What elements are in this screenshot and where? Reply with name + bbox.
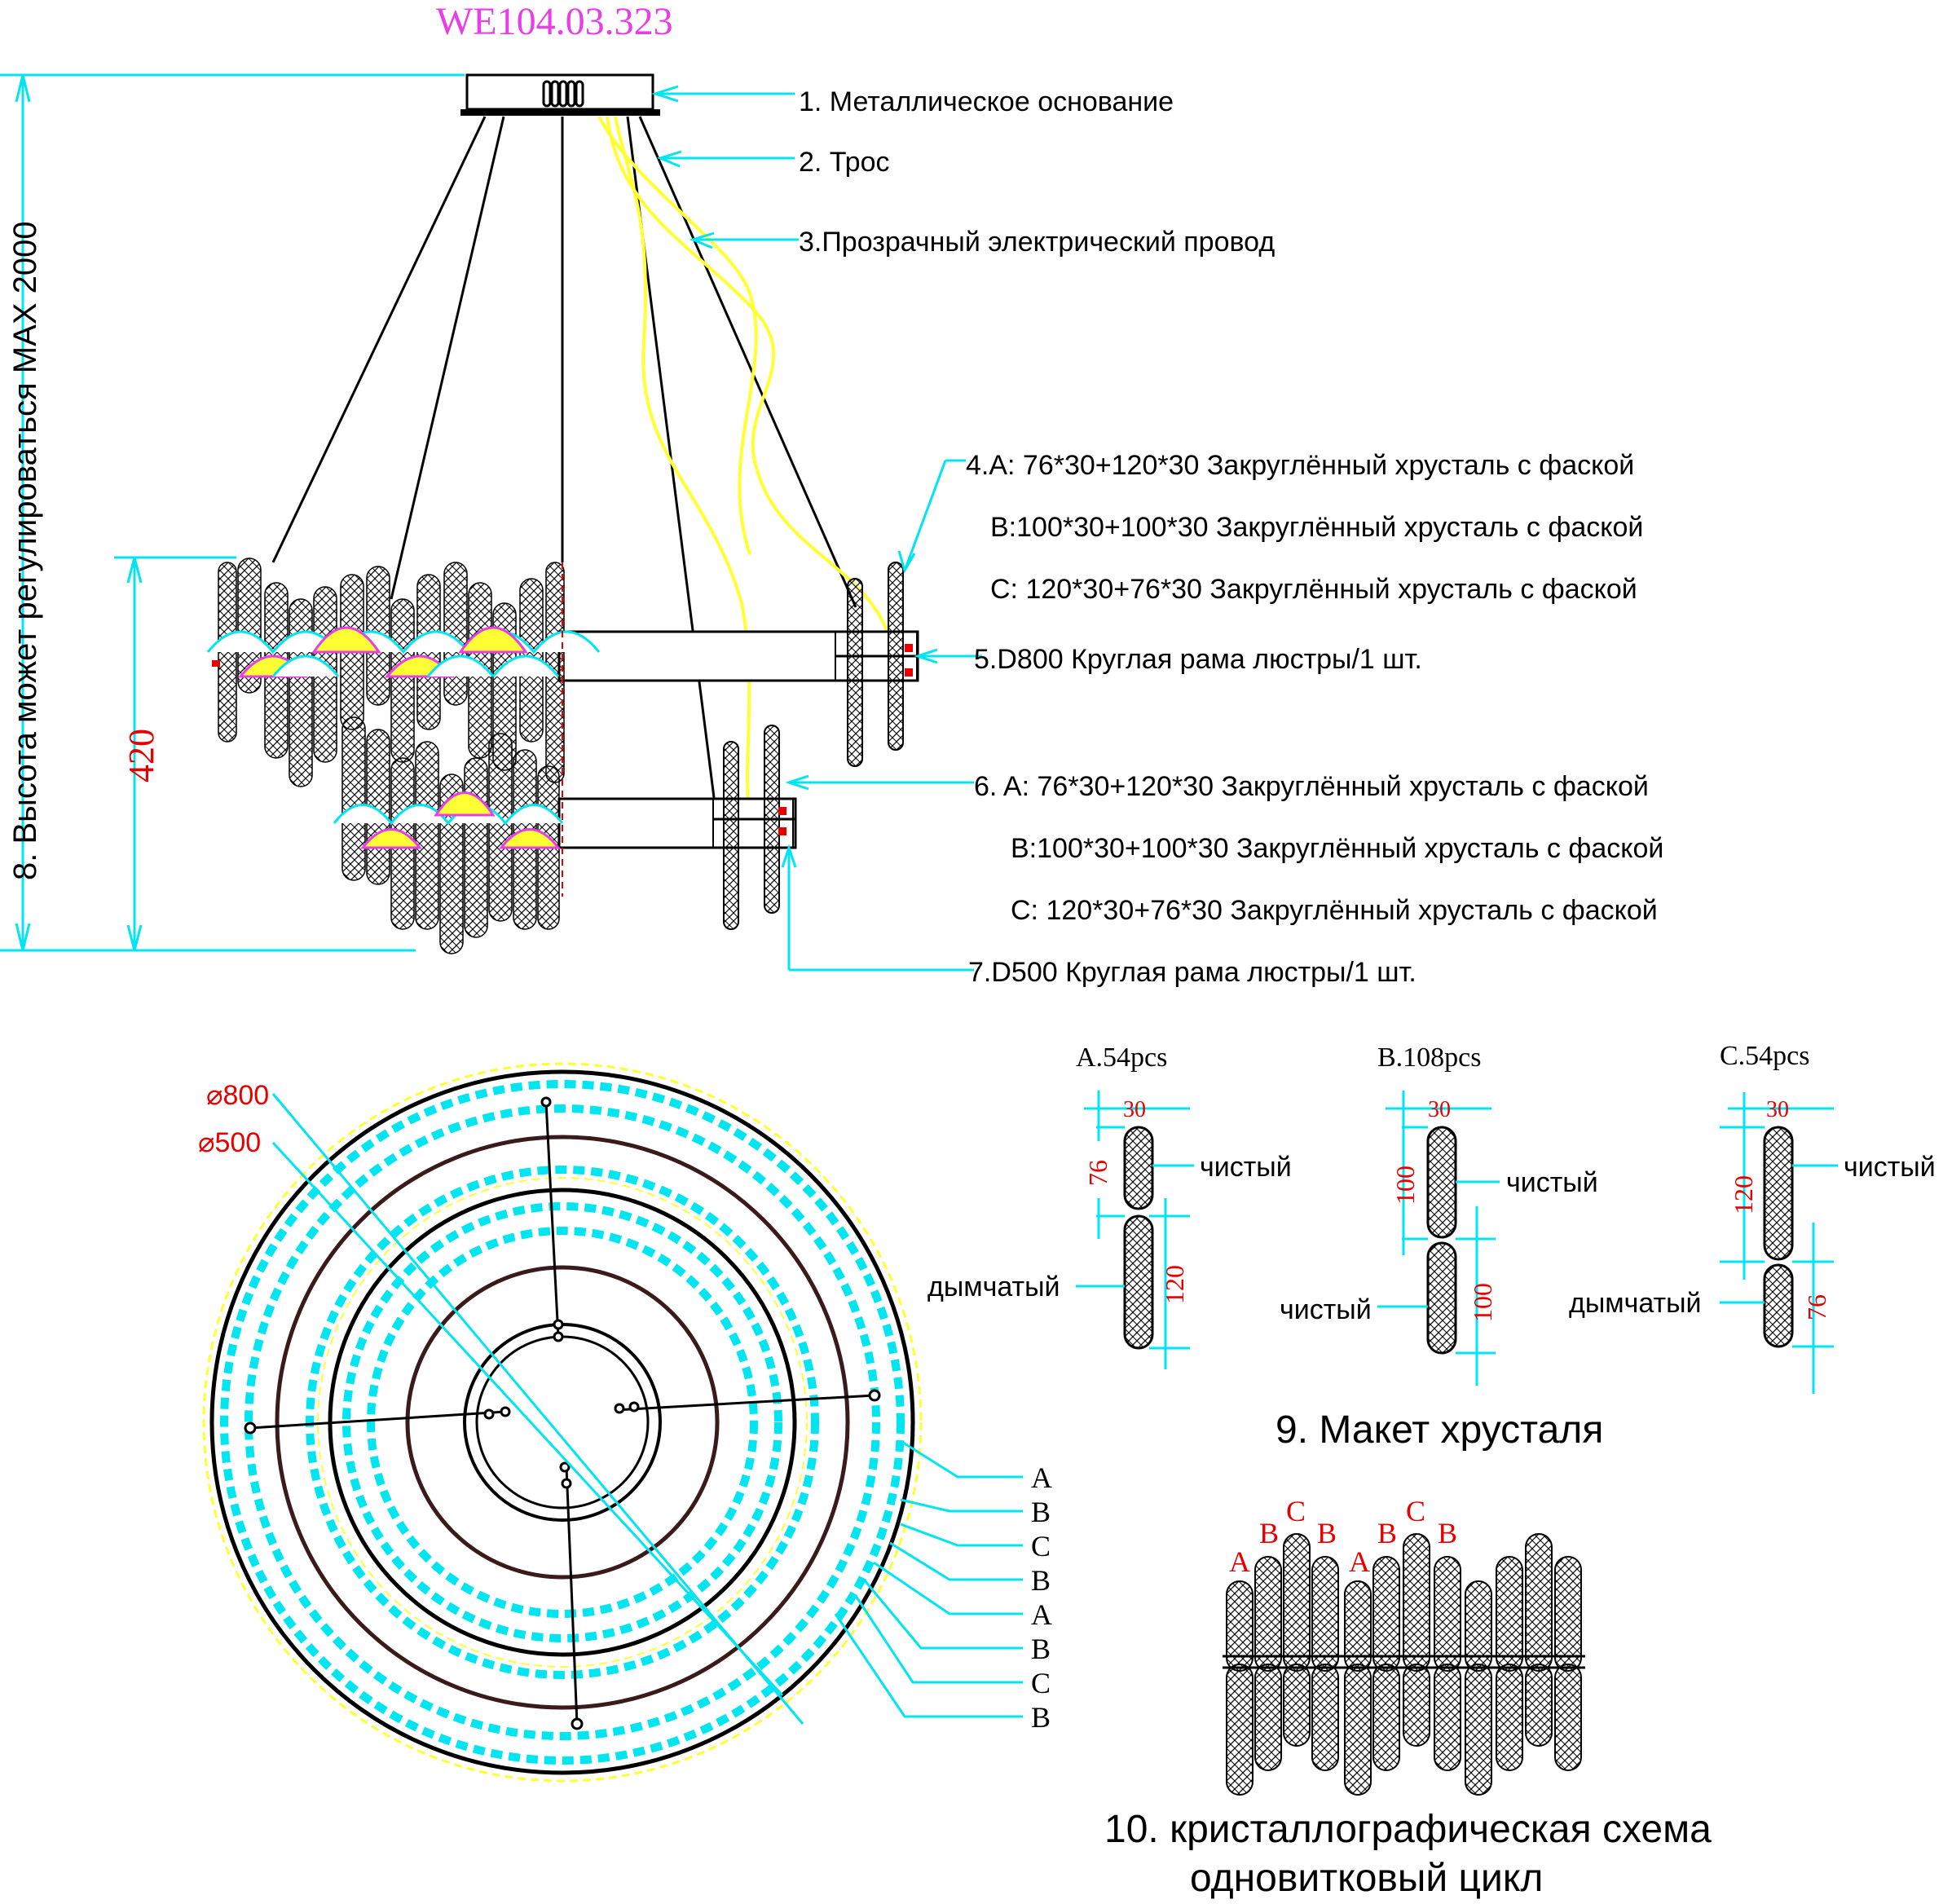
- callout-4c: C: 120*30+76*30 Закруглённый хрусталь с …: [990, 574, 1637, 605]
- crystal-a-title: A.54pcs: [1076, 1042, 1167, 1073]
- callout-6c: C: 120*30+76*30 Закруглённый хрусталь с …: [1011, 895, 1658, 926]
- ring-label-leaders: [834, 1439, 1023, 1718]
- plan-view: [202, 1062, 923, 1783]
- scheme-letter: A: [1229, 1545, 1250, 1578]
- callout-7: 7.D500 Круглая рама люстры/1 шт.: [968, 957, 1416, 988]
- crystal-b-bottom-length: 100: [1468, 1283, 1497, 1322]
- callout-4b: B:100*30+100*30 Закруглённый хрусталь с …: [990, 512, 1643, 543]
- ring-label: B: [1031, 1496, 1051, 1528]
- crystal-layout-title: 9. Макет хрусталя: [1276, 1408, 1603, 1452]
- base-connector-icon: [542, 80, 584, 108]
- callout-leaders: [651, 85, 982, 972]
- electrical-wires: [597, 116, 894, 816]
- callout-6b: B:100*30+100*30 Закруглённый хрусталь с …: [1011, 833, 1663, 864]
- scheme-letter: B: [1377, 1517, 1397, 1549]
- elevation-view: [206, 73, 919, 954]
- ring-label: C: [1031, 1530, 1051, 1562]
- callout-2: 2. Трос: [799, 147, 889, 178]
- crystal-a-width: 30: [1123, 1097, 1146, 1122]
- crystal-c-top-length: 120: [1729, 1175, 1758, 1214]
- scheme-letters: A B C B A B C B: [1229, 1495, 1457, 1578]
- scheme-letter: B: [1259, 1517, 1279, 1549]
- crystal-a-top-type: чистый: [1200, 1152, 1292, 1183]
- callout-6a: 6. A: 76*30+120*30 Закруглённый хрусталь…: [974, 771, 1649, 802]
- crystal-a-bottom-length: 120: [1160, 1265, 1189, 1304]
- ring-label: A: [1031, 1598, 1052, 1631]
- dim-420: 420: [121, 729, 161, 782]
- right-side-crystals: [723, 562, 904, 930]
- callout-4a: 4.A: 76*30+120*30 Закруглённый хрусталь …: [966, 450, 1634, 481]
- crystal-c-bottom-type: дымчатый: [1569, 1288, 1702, 1319]
- callout-1: 1. Металлическое основание: [799, 86, 1174, 117]
- scheme-title-line2: одновитковый цикл: [1190, 1857, 1543, 1900]
- model-number: WE104.03.323: [436, 0, 673, 43]
- elevation-dimensions: [0, 73, 465, 952]
- scheme-letter: C: [1286, 1495, 1306, 1527]
- crystal-c-width: 30: [1766, 1097, 1789, 1122]
- crystal-a-top-length: 76: [1083, 1160, 1112, 1186]
- callout-5: 5.D800 Круглая рама люстры/1 шт.: [974, 644, 1422, 675]
- crystal-c-title: C.54pcs: [1720, 1041, 1810, 1071]
- ring-label: B: [1031, 1633, 1051, 1665]
- lower-ring-frame: [557, 797, 797, 849]
- scheme-letter: C: [1406, 1495, 1425, 1527]
- frame-clips: [212, 644, 913, 835]
- crystal-b-top-length: 100: [1390, 1166, 1420, 1205]
- crystal-scheme: [1223, 1533, 1585, 1796]
- ring-label: C: [1031, 1667, 1051, 1699]
- dim-d800: ⌀800: [206, 1080, 269, 1111]
- lower-crystal-tier: [333, 716, 564, 954]
- scheme-letter: B: [1438, 1517, 1457, 1549]
- crystal-a-bottom-type: дымчатый: [927, 1272, 1060, 1302]
- ring-label: B: [1031, 1564, 1051, 1597]
- dim-d500: ⌀500: [198, 1127, 261, 1158]
- crystal-c-detail: C.54pcs 30 120 76 чистый дымчатый: [1569, 1041, 1936, 1394]
- scheme-letter: B: [1317, 1517, 1337, 1549]
- crystal-b-title: B.108pcs: [1377, 1042, 1482, 1073]
- crystal-b-width: 30: [1428, 1097, 1451, 1122]
- callout-3: 3.Прозрачный электрический провод: [799, 227, 1275, 258]
- upper-crystal-tier: [206, 558, 601, 787]
- crystal-c-top-type: чистый: [1844, 1152, 1936, 1183]
- crystal-b-bottom-type: чистый: [1280, 1294, 1372, 1325]
- crystal-c-bottom-length: 76: [1802, 1294, 1831, 1320]
- crystal-b-top-type: чистый: [1506, 1167, 1598, 1198]
- suspension-cables: [271, 116, 857, 824]
- ring-label: A: [1031, 1461, 1052, 1494]
- height-note: 8. Высота может регулироваться MAX 2000: [7, 221, 43, 880]
- ring-labels: A B C B A B C B: [1031, 1461, 1052, 1734]
- scheme-letter: A: [1349, 1545, 1370, 1578]
- crystal-b-detail: B.108pcs 30 100 100 чистый чистый: [1280, 1042, 1598, 1386]
- crystal-a-detail: A.54pcs 30 76 120 чистый дымчатый: [927, 1042, 1292, 1369]
- scheme-title-line1: 10. кристаллографическая схема: [1104, 1808, 1712, 1851]
- ring-label: B: [1031, 1701, 1051, 1734]
